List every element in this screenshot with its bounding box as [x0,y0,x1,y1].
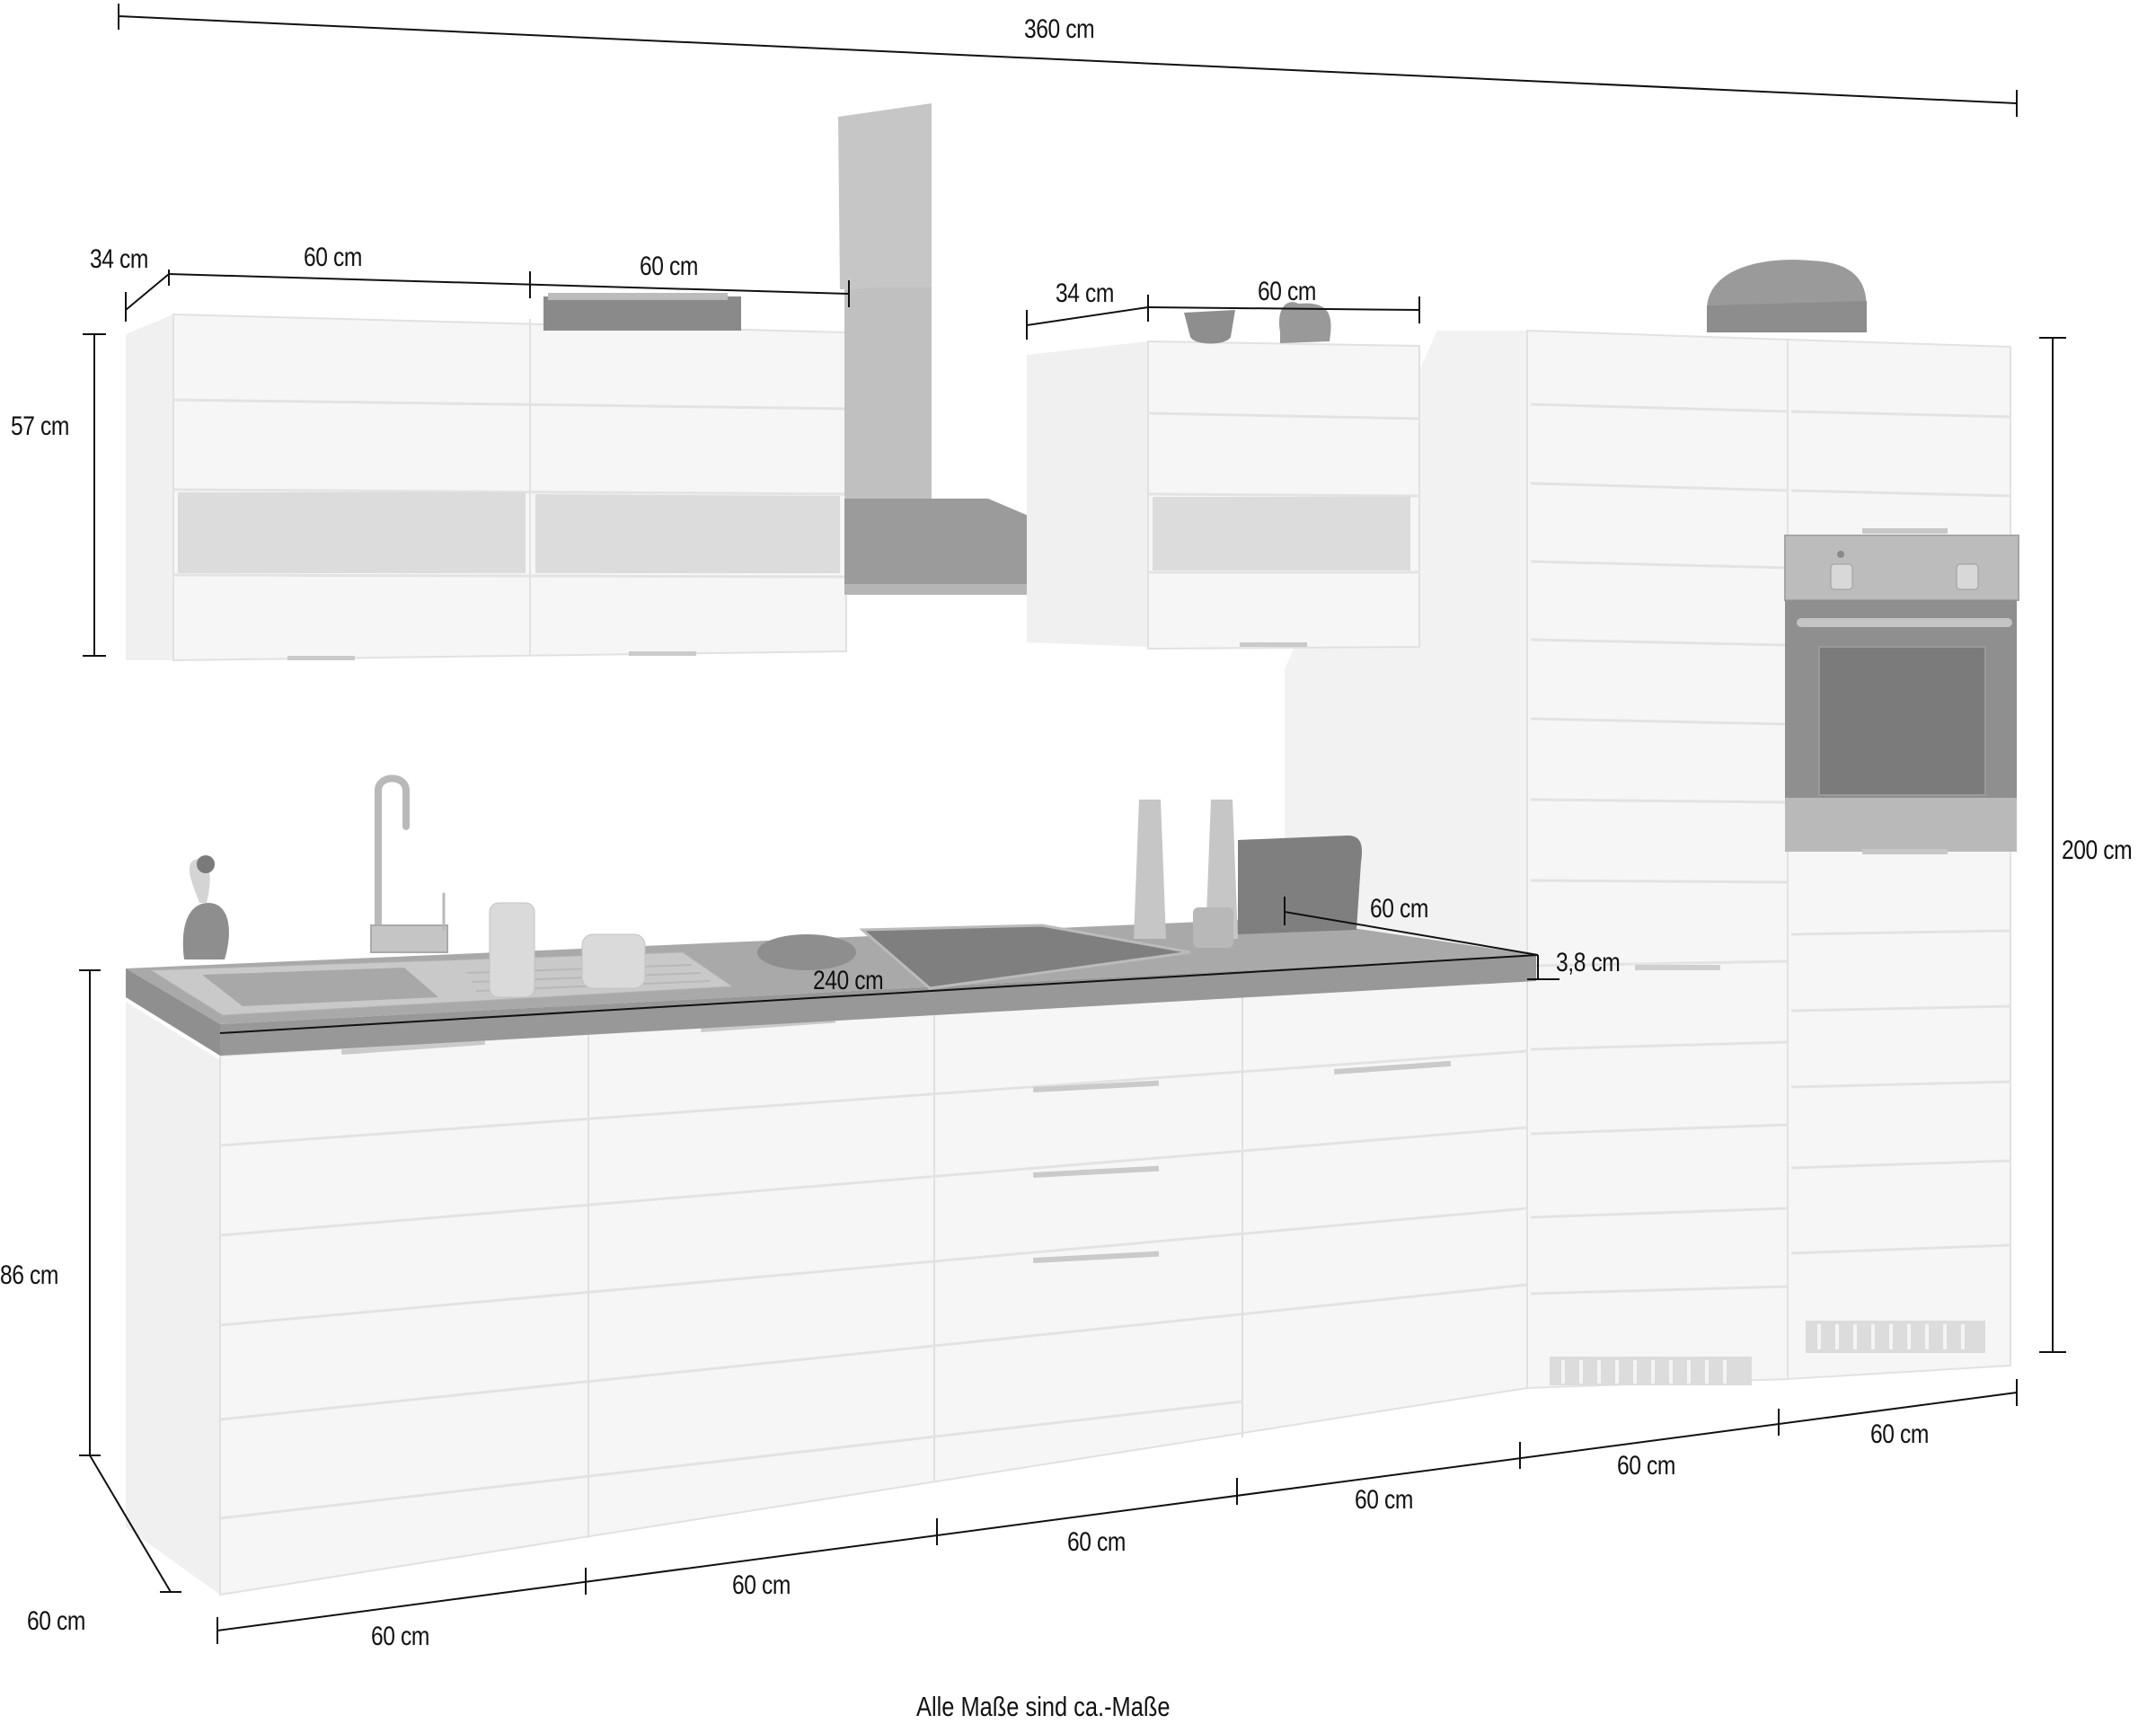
dimension-lines [79,4,2066,1644]
tall-unit-right [1787,338,2011,1381]
dim-base-width-6: 60 cm [1870,1419,1929,1449]
dim-wall-height: 57 cm [11,411,69,441]
dim-base-width-2: 60 cm [732,1570,791,1600]
tall-unit-left [1526,329,1789,1390]
built-in-oven [1784,528,2019,854]
wall-unit-right [1027,302,1420,650]
mixer-tap [370,774,448,953]
dim-base-depth: 60 cm [27,1606,85,1636]
dim-base-width-4: 60 cm [1355,1485,1413,1515]
brush-holder [182,855,229,959]
ceramic-hob [757,924,1191,990]
dim-worktop-length: 240 cm [813,966,884,995]
dim-tall-height: 200 cm [2062,836,2133,865]
dim-wall-right-width: 60 cm [1258,277,1316,306]
dim-base-width-5: 60 cm [1617,1451,1675,1481]
dim-base-width-3: 60 cm [1067,1527,1126,1557]
cups [489,902,646,998]
dim-base-width-1: 60 cm [371,1622,429,1651]
dim-wall-left-width-2: 60 cm [640,252,698,281]
wall-units-left [126,293,847,662]
dim-worktop-thickness: 3,8 cm [1556,948,1621,977]
base-cabinets [126,977,1528,1596]
dim-base-height: 86 cm [0,1260,58,1290]
pepper-mills [1134,800,1238,948]
toaster [1238,836,1363,934]
decor-bowl [1707,260,1867,332]
dim-wall-left-depth: 34 cm [90,244,148,274]
dim-wall-right-depth: 34 cm [1056,279,1114,308]
dim-worktop-depth: 60 cm [1370,894,1428,924]
extractor-hood [838,103,1199,595]
dim-total-width: 360 cm [1024,14,1095,44]
dim-wall-left-width-1: 60 cm [304,243,362,272]
caption-approx-dimensions: Alle Maße sind ca.-Maße [916,1691,1171,1722]
